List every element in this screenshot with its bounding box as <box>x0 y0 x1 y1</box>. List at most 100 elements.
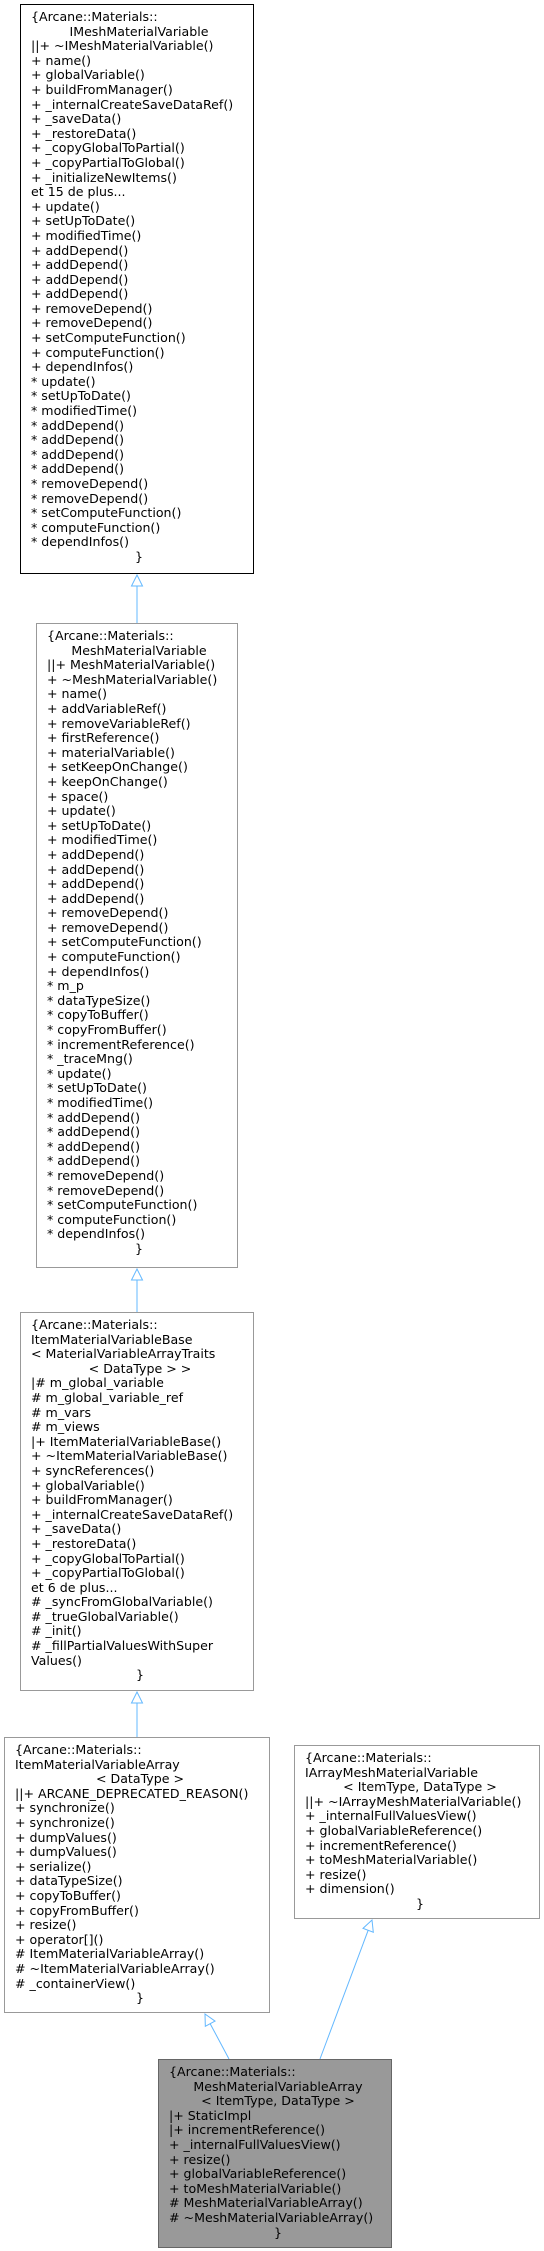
class-member-line: # MeshMaterialVariableArray() <box>169 2195 363 2211</box>
class-member-line: * addDepend() <box>31 446 124 462</box>
class-member-line: + removeVariableRef() <box>47 715 191 731</box>
class-member-line: ItemMaterialVariableArray <box>15 1756 180 1772</box>
class-member-line: * setUpToDate() <box>31 388 131 404</box>
class-member-line: + modifiedTime() <box>31 227 142 243</box>
class-member-line: + globalVariableReference() <box>169 2166 347 2182</box>
class-member-line: + keepOnChange() <box>47 773 168 789</box>
class-member-line: * m_p <box>47 978 84 994</box>
class-member-line: ||+ ARCANE_DEPRECATED_REASON() <box>15 1785 249 1801</box>
class-member-line: * setComputeFunction() <box>31 505 182 521</box>
class-member-line: + addDepend() <box>31 242 129 258</box>
class-member-line: # ~ItemMaterialVariableArray() <box>15 1960 215 1976</box>
class-node-imeshmaterialvariable[interactable]: {Arcane::Materials::IMeshMaterialVariabl… <box>20 4 254 574</box>
edge-itemmaterialvariablebase-to-meshmaterialvariable-arrowhead <box>130 1267 144 1281</box>
class-member-line: } <box>415 1895 424 1911</box>
class-member-line: + _restoreData() <box>31 1535 137 1551</box>
class-member-line: + setKeepOnChange() <box>47 759 188 775</box>
class-member-line: * addDepend() <box>47 1153 140 1169</box>
class-member-line: * addDepend() <box>31 461 124 477</box>
class-member-line: |+ ItemMaterialVariableBase() <box>31 1433 222 1449</box>
class-member-line: * computeFunction() <box>31 519 161 535</box>
class-member-line: + setComputeFunction() <box>31 330 186 346</box>
class-member-line: + _copyGlobalToPartial() <box>31 140 185 156</box>
class-member-line: * removeDepend() <box>47 1182 165 1198</box>
class-member-line: * addDepend() <box>47 1124 140 1140</box>
class-member-line: + synchronize() <box>15 1800 115 1816</box>
class-node-meshmaterialvariablearray[interactable]: {Arcane::Materials::MeshMaterialVariable… <box>158 2059 392 2248</box>
class-member-line: ||+ MeshMaterialVariable() <box>47 657 216 673</box>
class-member-line: + _internalCreateSaveDataRef() <box>31 1506 234 1522</box>
class-member-line: } <box>134 548 143 564</box>
class-member-line: * copyToBuffer() <box>47 1007 149 1023</box>
class-member-line: + _saveData() <box>31 111 122 127</box>
class-member-line: + addVariableRef() <box>47 700 167 716</box>
class-member-line: ||+ ~IArrayMeshMaterialVariable() <box>305 1793 522 1809</box>
edge-itemmaterialvariablearray-to-itemmaterialvariablebase-arrowhead <box>130 1690 144 1704</box>
class-member-line: + dataTypeSize() <box>15 1873 123 1889</box>
class-member-line: * addDepend() <box>47 1109 140 1125</box>
class-member-line: {Arcane::Materials:: <box>305 1750 432 1765</box>
class-member-line: + computeFunction() <box>31 344 165 360</box>
class-node-iarraymeshmaterialvariable[interactable]: {Arcane::Materials::IArrayMeshMaterialVa… <box>294 1745 540 1919</box>
class-member-line: + computeFunction() <box>47 949 181 965</box>
class-member-line: + firstReference() <box>47 730 160 746</box>
class-member-line: + modifiedTime() <box>47 832 158 848</box>
class-member-line: + toMeshMaterialVariable() <box>305 1852 478 1868</box>
class-member-line: # m_vars <box>31 1404 92 1420</box>
class-member-line: + addDepend() <box>47 846 145 862</box>
class-node-itemmaterialvariablearray[interactable]: {Arcane::Materials::ItemMaterialVariable… <box>4 1737 270 2013</box>
class-member-line: + resize() <box>305 1866 367 1882</box>
class-node-meshmaterialvariable[interactable]: {Arcane::Materials::MeshMaterialVariable… <box>36 623 238 1268</box>
class-member-line: # m_global_variable_ref <box>31 1389 184 1405</box>
class-member-line: + dimension() <box>305 1881 395 1897</box>
edge-meshmaterialvariablearray-to-iarraymeshmaterialvariable-arrowhead <box>362 1918 374 1933</box>
class-member-line: * removeDepend() <box>31 476 149 491</box>
class-member-line: + dumpValues() <box>15 1829 117 1845</box>
class-member-line: et 15 de plus... <box>31 184 126 200</box>
class-member-line: } <box>135 1990 144 2006</box>
class-member-line: * removeDepend() <box>47 1167 165 1183</box>
class-member-line: + syncReferences() <box>31 1462 155 1478</box>
class-member-line: + _internalCreateSaveDataRef() <box>31 96 234 112</box>
class-member-line: {Arcane::Materials:: <box>47 628 174 643</box>
class-member-line: ||+ ~IMeshMaterialVariable() <box>31 38 214 54</box>
edge-meshmaterialvariablearray-to-iarraymeshmaterialvariable-line <box>319 1930 369 2060</box>
class-member-line: # ItemMaterialVariableArray() <box>15 1946 205 1962</box>
class-member-line: {Arcane::Materials:: <box>31 9 158 24</box>
class-member-line: # m_views <box>31 1419 100 1435</box>
class-member-line: * addDepend() <box>31 417 124 433</box>
class-member-line: + addDepend() <box>31 271 129 287</box>
edge-meshmaterialvariable-to-imeshmaterialvariable-arrowhead <box>130 573 144 587</box>
class-node-itemmaterialvariablebase[interactable]: {Arcane::Materials::ItemMaterialVariable… <box>20 1312 254 1691</box>
class-member-line: + _internalFullValuesView() <box>169 2136 341 2152</box>
class-member-line: {Arcane::Materials:: <box>31 1317 158 1332</box>
class-member-line: * dependInfos() <box>47 1226 145 1242</box>
class-member-line: + ~ItemMaterialVariableBase() <box>31 1448 228 1464</box>
class-member-line: + addDepend() <box>47 890 145 906</box>
class-member-line: + synchronize() <box>15 1814 115 1830</box>
edge-meshmaterialvariablearray-to-itemmaterialvariablearray-line <box>209 2023 230 2060</box>
class-member-line: * removeDepend() <box>31 490 149 506</box>
class-member-line: < ItemType, DataType > <box>343 1779 497 1795</box>
class-member-line: } <box>134 1240 143 1256</box>
class-member-line: * update() <box>31 373 96 389</box>
class-member-line: + dependInfos() <box>31 359 134 375</box>
class-member-line: * modifiedTime() <box>31 403 138 419</box>
class-member-line: } <box>135 1667 144 1683</box>
class-member-line: * setComputeFunction() <box>47 1197 198 1213</box>
class-member-line: + dependInfos() <box>47 963 150 979</box>
class-member-line: + toMeshMaterialVariable() <box>169 2180 342 2196</box>
class-member-line: + update() <box>31 198 100 214</box>
class-member-line: + name() <box>31 52 92 68</box>
class-member-line: + resize() <box>169 2151 231 2167</box>
class-member-line: + _initializeNewItems() <box>31 169 177 185</box>
class-member-line: + globalVariableReference() <box>305 1822 483 1838</box>
class-member-line: * update() <box>47 1065 112 1081</box>
class-member-line: + addDepend() <box>47 876 145 892</box>
class-member-line: + space() <box>47 788 109 804</box>
class-member-line: + removeDepend() <box>47 905 169 921</box>
class-member-line: * addDepend() <box>31 432 124 448</box>
class-member-line: + removeDepend() <box>31 315 153 331</box>
class-member-line: + _saveData() <box>31 1521 122 1537</box>
class-member-line: IMeshMaterialVariable <box>69 23 209 39</box>
